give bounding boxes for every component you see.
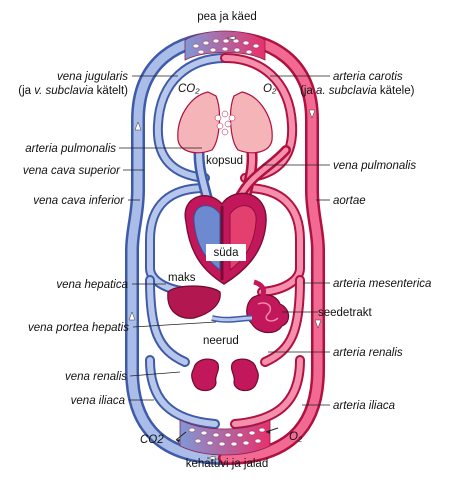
aortae-label: aortae xyxy=(333,195,366,207)
bottom-label: kehatüvi ja jalad xyxy=(186,458,268,470)
o2-top-label: O₂ xyxy=(263,83,277,95)
heart-label: süda xyxy=(214,247,240,259)
heart-label-box xyxy=(206,244,246,261)
vena-cava-inferior-label: vena cava inferior xyxy=(33,195,125,207)
arteria-iliaca-label: arteria iliaca xyxy=(333,400,395,412)
vena-cava-superior-label: vena cava superior xyxy=(23,165,121,177)
co2-top-label: CO₂ xyxy=(178,83,200,95)
arteria-carotis-sublabel: (ja a. subclavia kätele) xyxy=(300,85,415,97)
o2-bottom-label: O₂ xyxy=(289,431,303,443)
leader-lines xyxy=(119,75,330,406)
co2-bottom-label: CO2 xyxy=(140,434,164,446)
arteria-renalis-label: arteria renalis xyxy=(333,347,403,359)
lungs-label: kopsud xyxy=(206,155,243,167)
lungs xyxy=(177,91,273,154)
vena-jugularis-sublabel: (ja v. subclavia kätelt) xyxy=(18,85,128,97)
body-capillaries xyxy=(179,419,271,456)
co2-out-arrow xyxy=(175,431,187,441)
flow-arrows xyxy=(128,35,322,461)
vena-iliaca-label: vena iliaca xyxy=(71,395,125,407)
arteria-pulmonalis-label: arteria pulmonalis xyxy=(25,143,116,155)
gut-label: seedetrakt xyxy=(318,307,373,319)
liver-label: maks xyxy=(168,272,196,284)
arteria-mesenterica-label: arteria mesenterica xyxy=(333,278,431,290)
kidneys xyxy=(191,358,259,392)
vena-portea-hepatis-label: vena portea hepatis xyxy=(28,322,129,334)
vena-pulmonalis-label: vena pulmonalis xyxy=(333,160,416,172)
heart xyxy=(184,192,267,285)
vena-renalis-label: vena renalis xyxy=(65,371,127,383)
vena-hepatica-label: vena hepatica xyxy=(56,279,128,291)
vena-jugularis-label: vena jugularis xyxy=(57,71,128,83)
liver xyxy=(167,285,221,319)
arteria-carotis-label: arteria carotis xyxy=(333,71,403,83)
head-capillaries xyxy=(184,30,266,61)
kidneys-label: neerud xyxy=(203,335,239,347)
top-label: pea ja käed xyxy=(197,11,256,23)
